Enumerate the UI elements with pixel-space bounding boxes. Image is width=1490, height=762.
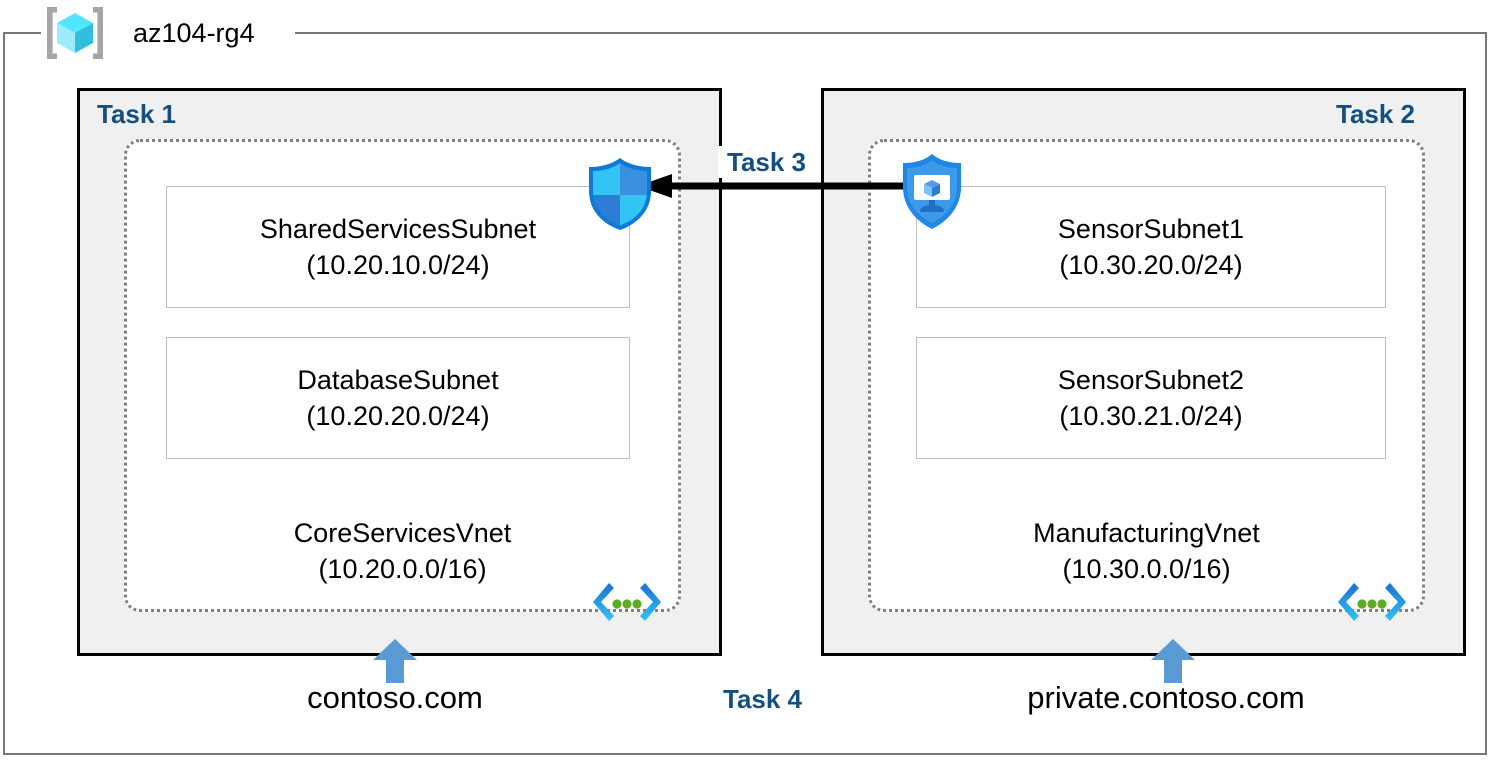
task-1-label: Task 1 <box>97 99 177 129</box>
azure-firewall-icon <box>583 155 657 233</box>
sensor-subnet-2: SensorSubnet2 (10.30.21.0/24) <box>916 337 1386 459</box>
database-subnet-name: DatabaseSubnet <box>297 365 499 395</box>
manufacturing-vnet-caption: ManufacturingVnet (10.30.0.0/16) <box>868 515 1425 587</box>
core-services-virtual-network-icon <box>592 581 662 627</box>
resource-group-frame-top-right <box>295 32 1487 34</box>
contoso-dns-zone-label: contoso.com <box>307 680 483 715</box>
database-subnet: DatabaseSubnet (10.20.20.0/24) <box>166 337 630 459</box>
sensor-subnet-1-name: SensorSubnet1 <box>1057 214 1245 244</box>
private-contoso-dns-zone-label: private.contoso.com <box>1027 680 1305 715</box>
manufacturing-vnet-cidr: (10.30.0.0/16) <box>1062 554 1231 584</box>
sensor-subnet-1: SensorSubnet1 (10.30.20.0/24) <box>916 186 1386 308</box>
task-2-label: Task 2 <box>1336 99 1416 129</box>
azure-bastion-icon <box>897 152 967 232</box>
core-services-vnet-cidr: (10.20.0.0/16) <box>318 554 487 584</box>
core-services-vnet-name: CoreServicesVnet <box>293 518 512 548</box>
shared-services-subnet-cidr: (10.20.10.0/24) <box>306 250 490 280</box>
sensor-subnet-2-name: SensorSubnet2 <box>1057 365 1245 395</box>
contoso-zone-up-arrow-icon <box>372 638 418 684</box>
sensor-subnet-2-cidr: (10.30.21.0/24) <box>1059 401 1243 431</box>
resource-group-frame <box>3 32 1487 755</box>
core-services-vnet-caption: CoreServicesVnet (10.20.0.0/16) <box>124 515 681 587</box>
sensor-subnet-1-cidr: (10.30.20.0/24) <box>1059 250 1243 280</box>
private-contoso-zone-up-arrow-icon <box>1150 638 1196 684</box>
manufacturing-virtual-network-icon <box>1337 581 1407 627</box>
resource-group-cube-icon <box>44 5 106 61</box>
task-4-label: Task 4 <box>723 684 803 714</box>
resource-group-frame-top-left <box>3 32 41 34</box>
shared-services-subnet-name: SharedServicesSubnet <box>259 214 537 244</box>
shared-services-subnet: SharedServicesSubnet (10.20.10.0/24) <box>166 186 630 308</box>
vnet-peering-arrow-icon <box>638 173 916 199</box>
task-3-label: Task 3 <box>718 146 816 178</box>
resource-group-name: az104-rg4 <box>133 18 255 48</box>
database-subnet-cidr: (10.20.20.0/24) <box>306 401 490 431</box>
manufacturing-vnet-name: ManufacturingVnet <box>1033 518 1260 548</box>
